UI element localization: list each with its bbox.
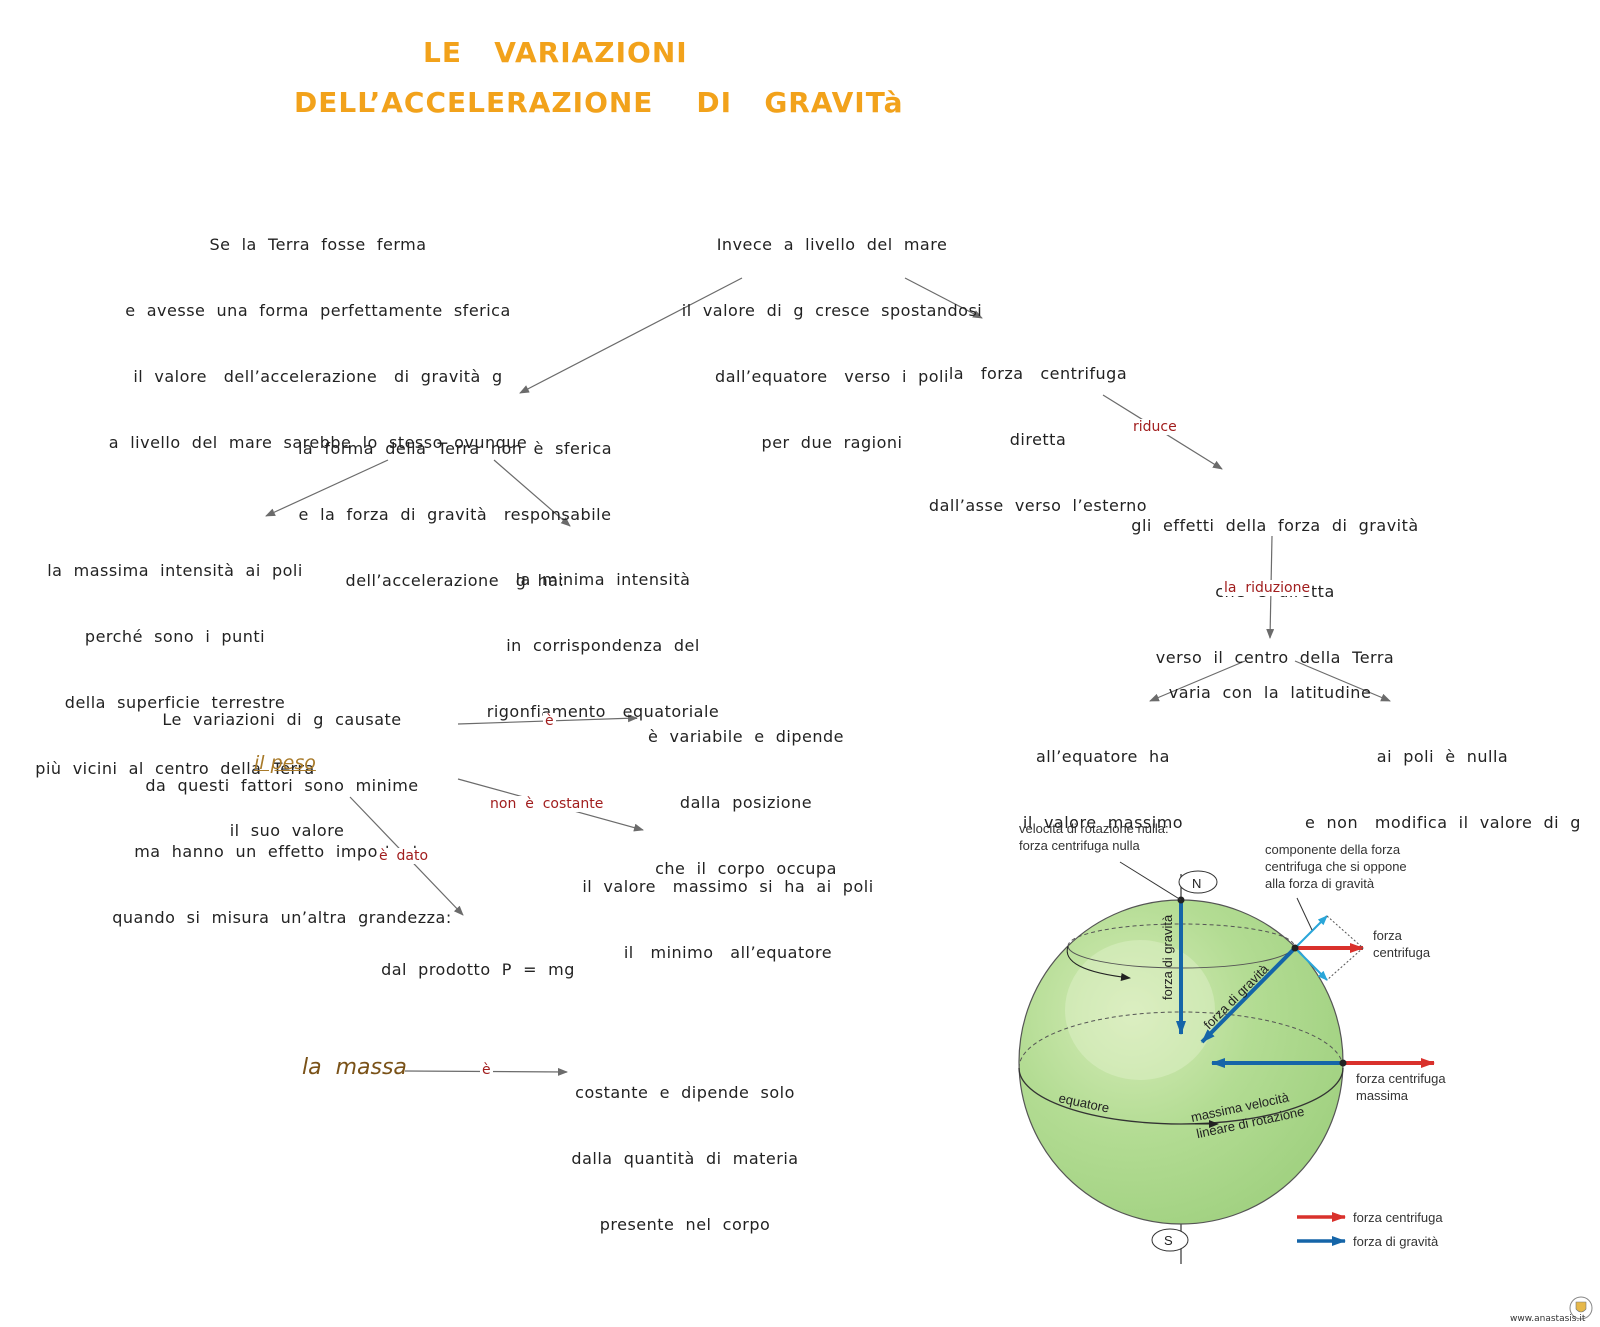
- node-poli-nulla: ai poli è nulla e non modifica il valore…: [1305, 747, 1581, 832]
- link-il-peso[interactable]: il peso: [254, 752, 316, 774]
- label-forza-centrifuga: forza centrifuga: [1373, 928, 1431, 960]
- parallel-back: [1067, 923, 1295, 947]
- node-costante: costante e dipende solo dalla quantità d…: [571, 1083, 799, 1234]
- label-rotazione-nulla: velocità di rotazione nulla: forza centr…: [1019, 821, 1172, 853]
- node-massima: la massima intensità ai poli perché sono…: [35, 561, 315, 778]
- node-terra-ferma: Se la Terra fosse ferma e avesse una for…: [108, 235, 528, 452]
- edge-label-riduce: riduce: [1131, 419, 1179, 435]
- edge-label-e-dato: è dato: [377, 848, 431, 864]
- component-arrow-out: [1294, 915, 1328, 949]
- edge-label-non-costante: non è costante: [488, 796, 606, 812]
- north-rotation-ring: [1178, 870, 1218, 894]
- node-invece: Invece a livello del mare il valore di g…: [681, 235, 983, 452]
- leader-componente: [1296, 897, 1313, 931]
- equator-back: [1018, 1011, 1344, 1069]
- point-lat: [1291, 944, 1299, 952]
- page-title-line1: LE VARIAZIONI: [423, 36, 688, 69]
- leader-rotazione-nulla: [1119, 861, 1182, 901]
- label-componente: componente della forza centrifuga che si…: [1265, 842, 1410, 891]
- edge-forma-to-minima: [493, 459, 571, 527]
- point-equator: [1339, 1059, 1347, 1067]
- gravity-arrow-lat: [1200, 946, 1297, 1044]
- label-forza-centrifuga-massima: forza centrifuga massima: [1356, 1071, 1449, 1103]
- south-rotation-ring: [1151, 1228, 1189, 1252]
- edge-latitudine-to-poli: [1294, 660, 1391, 702]
- node-prodotto: dal prodotto P = mg: [381, 960, 575, 979]
- node-variabile: è variabile e dipende dalla posizione ch…: [648, 727, 844, 878]
- edge-label-e-massa: è: [480, 1062, 493, 1078]
- edge-label-la-riduzione: la riduzione: [1222, 580, 1313, 596]
- node-equatore-max: all’equatore ha il valore massimo: [1022, 747, 1184, 832]
- north-label: N: [1192, 876, 1201, 891]
- edge-invece-to-forma: [519, 277, 743, 394]
- node-forma-terra: la forma della Terra non è sferica e la …: [297, 439, 612, 590]
- highlight: [1065, 940, 1215, 1080]
- edge-invece-to-centrifuga: [904, 277, 983, 319]
- node-latitudine: varia con la latitudine: [1168, 683, 1372, 702]
- edge-latitudine-to-equatore: [1149, 660, 1246, 702]
- link-la-massa[interactable]: la massa: [302, 1055, 407, 1080]
- node-suo-valore: il suo valore: [229, 821, 345, 840]
- edge-label-e-variabile: è: [543, 713, 556, 729]
- label-forza-gravita-vertical: forza di gravità: [1160, 914, 1175, 1000]
- equator-front: [1018, 1067, 1344, 1125]
- logo-shield: [1575, 1301, 1587, 1313]
- edge-forma-to-massima: [265, 459, 389, 517]
- component-parallelogram: [1326, 915, 1364, 981]
- page-title-line2: DELL’ACCELERAZIONE DI GRAVITà: [294, 86, 904, 119]
- legend-centrifuga-label: forza centrifuga: [1353, 1210, 1443, 1225]
- rotation-arrow: [1066, 945, 1131, 981]
- component-arrow-tangent: [1294, 947, 1328, 981]
- node-valore-massimo-poli: il valore massimo si ha ai poli il minim…: [582, 877, 874, 962]
- node-minima: la minima intensità in corrispondenza de…: [486, 570, 720, 721]
- node-forza-centrifuga: la forza centrifuga diretta dall’asse ve…: [928, 364, 1148, 515]
- legend-gravita-label: forza di gravità: [1353, 1234, 1439, 1249]
- footer-site: www.anastasis.it: [1510, 1314, 1586, 1324]
- south-label: S: [1164, 1233, 1173, 1248]
